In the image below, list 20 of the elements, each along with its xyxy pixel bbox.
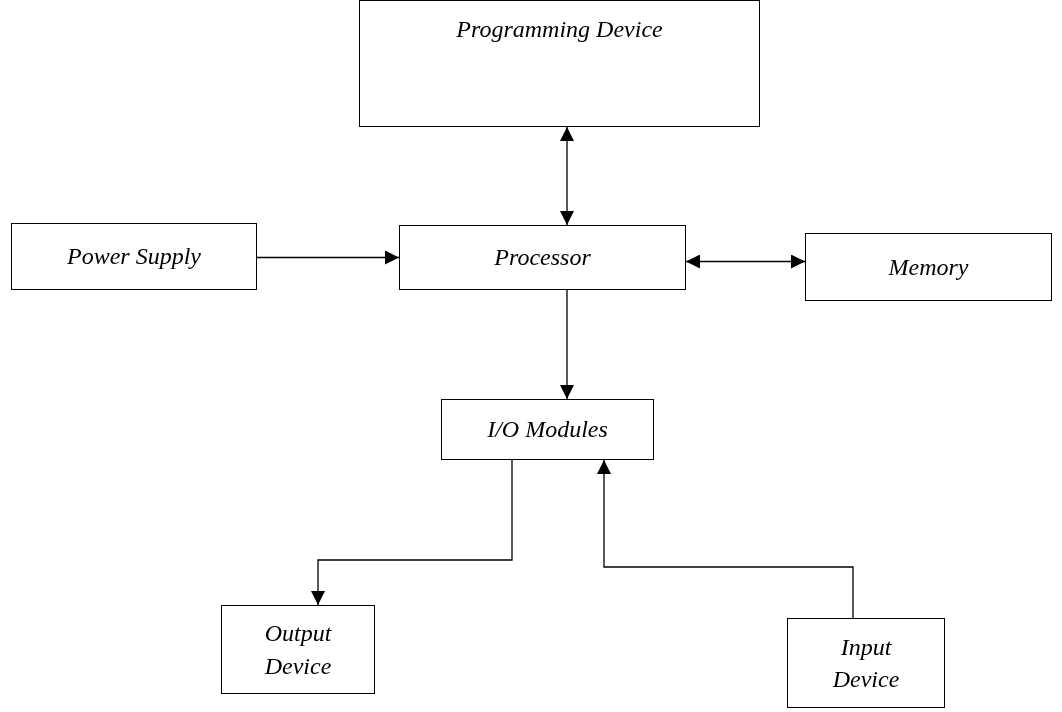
box-label: Power Supply <box>67 242 201 272</box>
box-label: Input Device <box>831 632 901 694</box>
arrow <box>256 250 400 265</box>
process-box <box>399 225 686 290</box>
arrow <box>560 289 574 400</box>
arrow <box>560 126 574 226</box>
process-box <box>805 233 1052 301</box>
box-label: Output Device <box>263 619 333 681</box>
box-label: Processor <box>494 243 591 273</box>
process-box <box>11 223 257 290</box>
process-box <box>221 605 375 694</box>
box-label: Programming Device <box>456 15 663 44</box>
box-label: Memory <box>888 252 969 282</box>
process-box <box>787 618 945 708</box>
arrow <box>597 459 854 619</box>
process-box <box>441 399 654 460</box>
box-label: I/O Modules <box>487 415 608 445</box>
process-box <box>359 0 760 127</box>
arrow <box>311 459 513 606</box>
arrow <box>685 254 806 269</box>
